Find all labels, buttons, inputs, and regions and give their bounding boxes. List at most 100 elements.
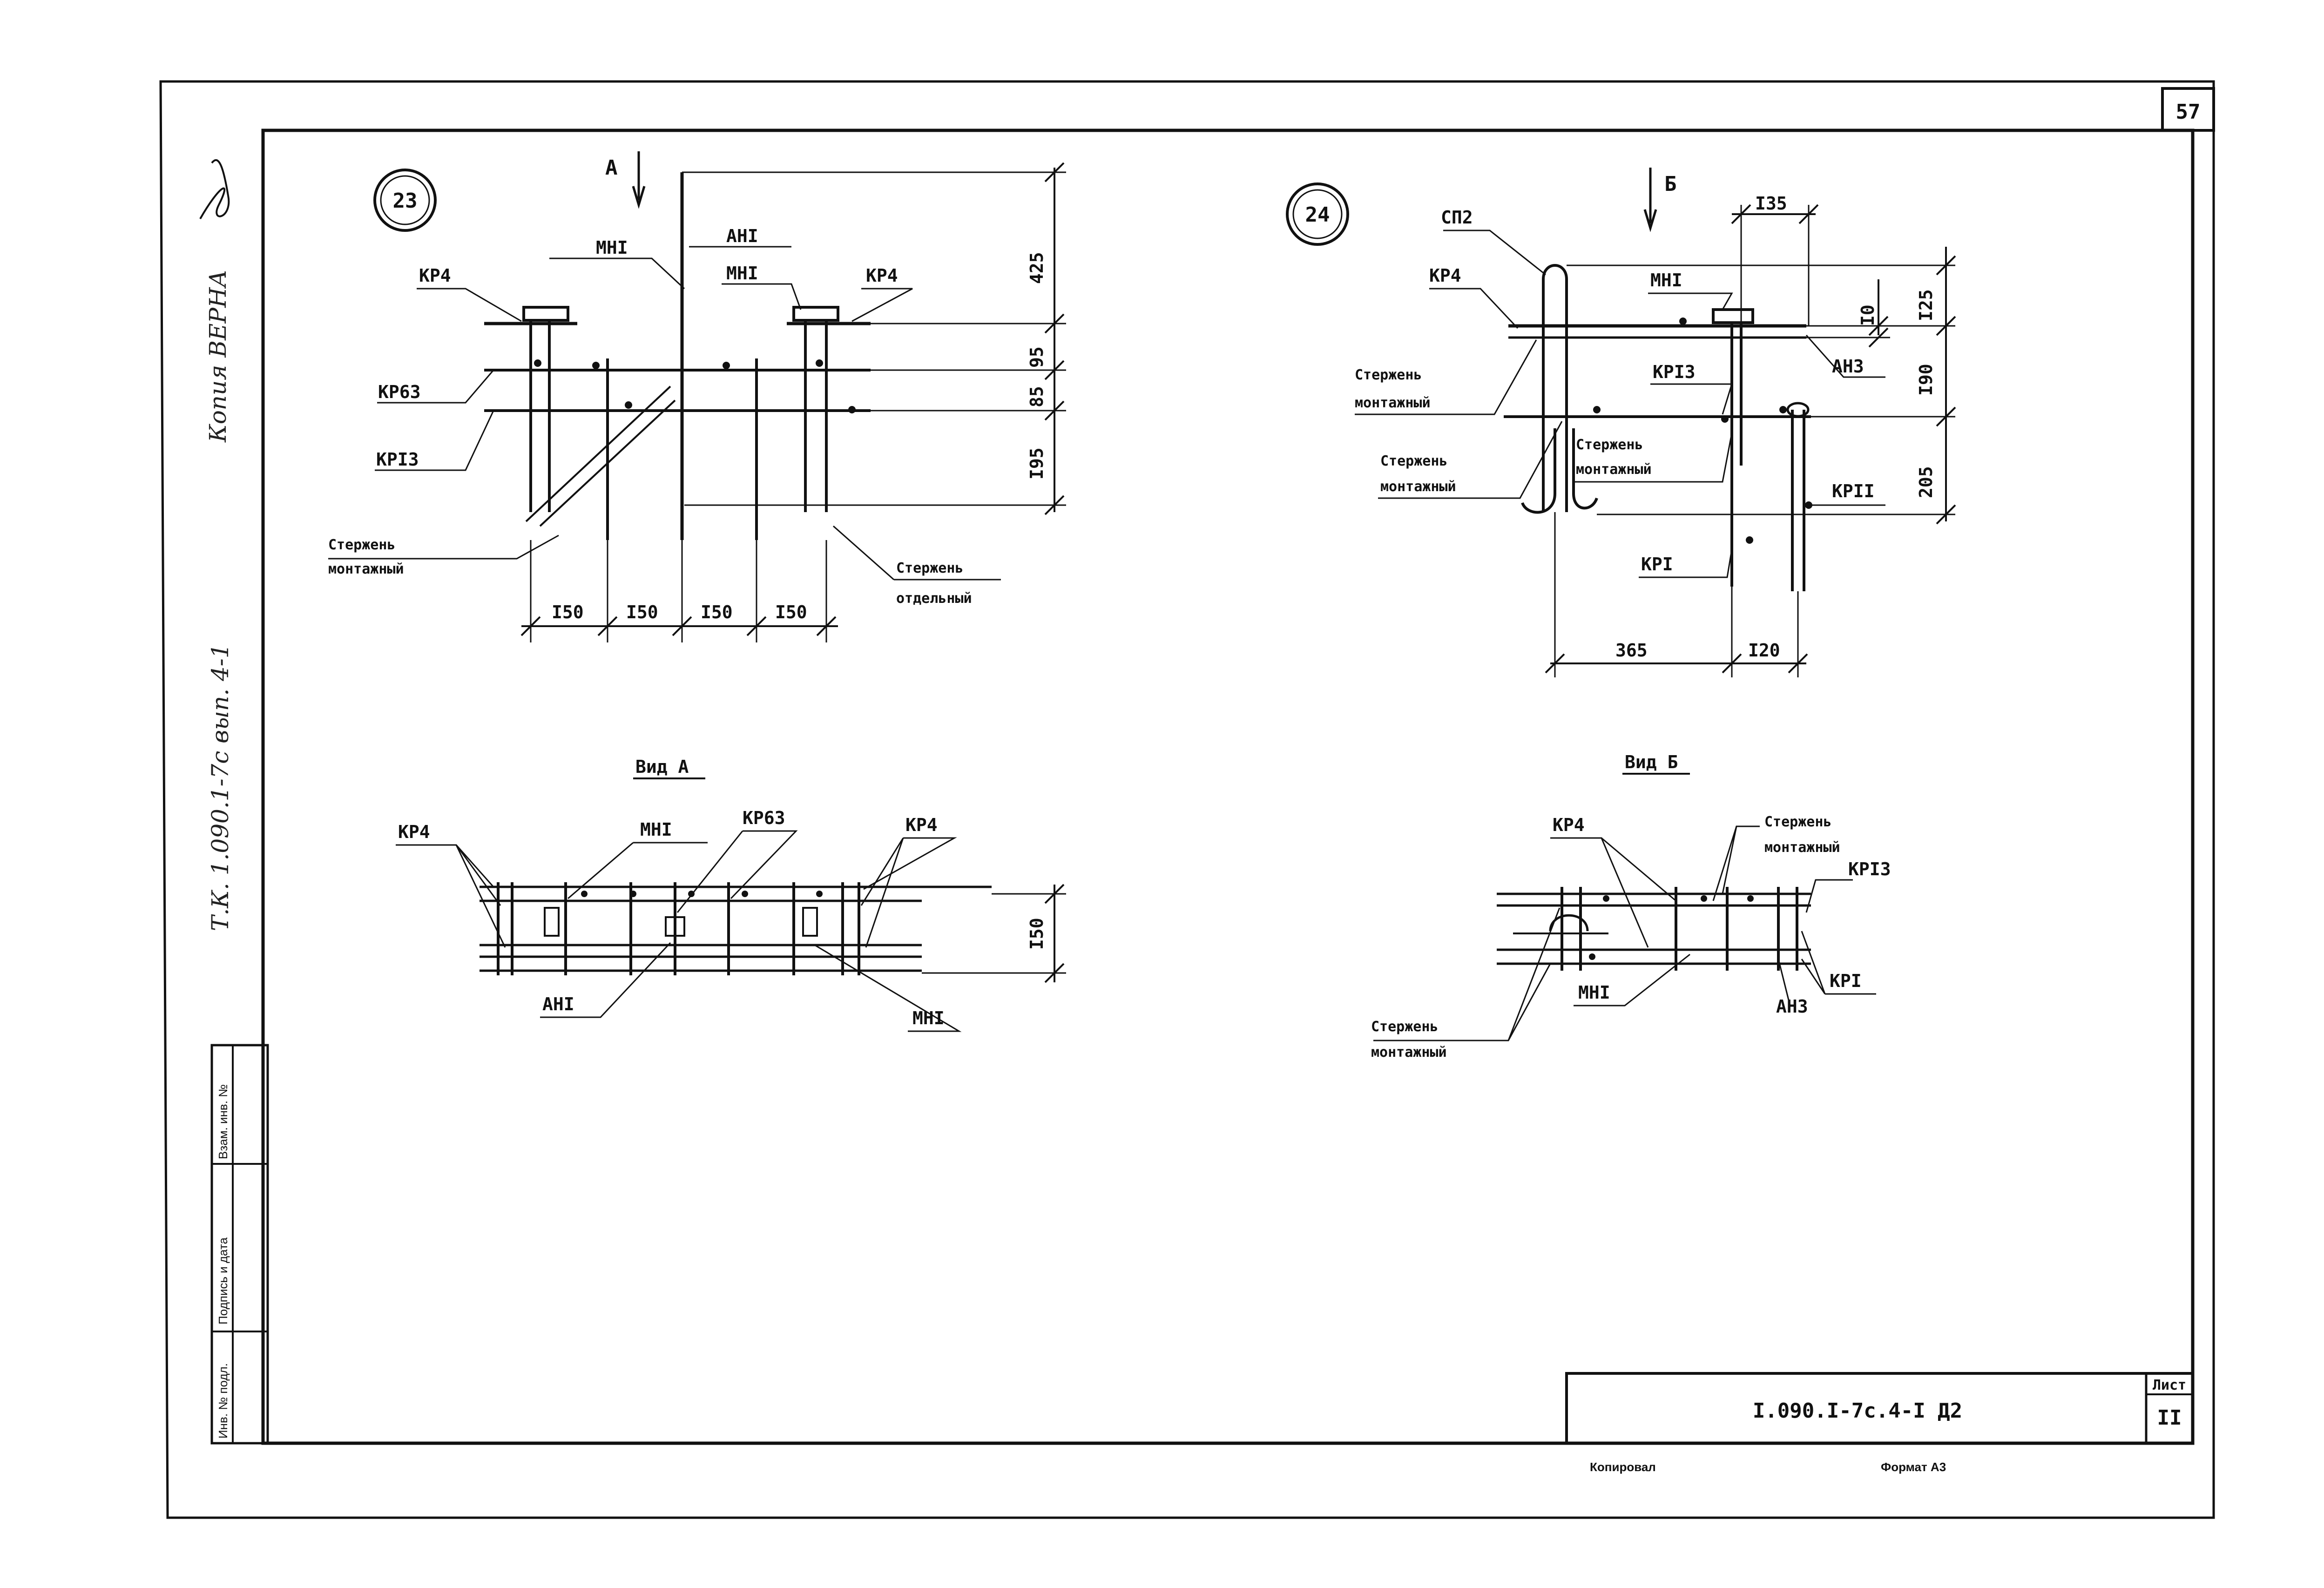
view-b: Вид Б <box>1371 752 1891 1061</box>
node-23-label-an1: АНI <box>726 226 758 246</box>
node-23-dim-425: 425 <box>1027 252 1047 284</box>
footer-format: Формат А3 <box>1881 1460 1946 1474</box>
footer: Копировал Формат А3 <box>1590 1460 1946 1474</box>
node-24-dim-365: 365 <box>1615 640 1648 661</box>
node-23-label-mn1-left: МНI <box>596 237 628 258</box>
node-23-dim-150-d: I50 <box>775 602 807 622</box>
node-23-marker: 23 <box>373 169 437 232</box>
sheet-number: 57 <box>2176 100 2201 124</box>
view-b-label-rod-mount-b2: монтажный <box>1371 1044 1447 1061</box>
series-code-note: Т.К. 1.090.1-7с вып. 4-1 <box>207 643 234 931</box>
footer-copied: Копировал <box>1590 1460 1656 1474</box>
view-b-label-an3: АНЗ <box>1776 996 1808 1017</box>
node-23-label-rod-sep-1: Стержень <box>896 560 964 576</box>
drawing-designation: I.090.I-7с.4-I Д2 <box>1753 1399 1962 1423</box>
view-a-label-kr63: КР63 <box>743 808 785 828</box>
node-23-dim-195: I95 <box>1027 447 1047 480</box>
node-23-label-rod-mount-2: монтажный <box>328 561 404 577</box>
node-24: 24 Б <box>1286 168 1956 677</box>
view-a-arrow: А <box>605 151 646 209</box>
node-24-dim-top: I35 <box>1731 193 1819 326</box>
view-b-arrow: Б <box>1643 168 1677 232</box>
view-b-label-rod-mount-b1: Стержень <box>1371 1019 1439 1035</box>
node-23-dim-150-c: I50 <box>701 602 733 622</box>
sheet-value: II <box>2157 1406 2182 1430</box>
view-a-label-kr4-left: КР4 <box>398 822 430 842</box>
node-24-label-rod-mount-b2: монтажный <box>1576 461 1652 478</box>
node-23-label-kr13: КРIЗ <box>376 449 419 470</box>
view-a-label-an1: АНI <box>542 994 574 1014</box>
node-24-label-an3: АНЗ <box>1832 356 1864 377</box>
node-24-label-rod-mount-a1: Стержень <box>1355 367 1422 383</box>
certified-copy-note: Копия ВЕРНА <box>204 270 231 443</box>
node-24-leaders <box>1355 230 1885 578</box>
node-24-dim-205: 205 <box>1916 466 1936 498</box>
node-23-label-kr63: КР63 <box>378 382 421 402</box>
stamp-table: Инв. № подл. Подпись и дата Взам. инв. № <box>210 1044 269 1445</box>
node-24-marker: 24 <box>1286 182 1349 246</box>
view-b-title: Вид Б <box>1625 752 1678 772</box>
node-23-dim-85: 85 <box>1027 386 1047 407</box>
node-23-rebar <box>484 172 871 540</box>
view-b-labels: КР4 Стержень монтажный КРIЗ КРI АНЗ МНI … <box>1371 814 1891 1061</box>
stamp-replace-inv: Взам. инв. № <box>216 1084 230 1159</box>
node-23-dim-95: 95 <box>1027 346 1047 368</box>
view-b-label-mn1: МНI <box>1578 982 1610 1003</box>
node-23-label-rod-sep-2: отдельный <box>896 590 972 607</box>
view-b-leaders <box>1373 825 1876 1041</box>
view-a-dim-150: I50 <box>1027 918 1047 950</box>
view-b-marker: Б <box>1664 172 1677 196</box>
node-24-label-rod-mount-c1: Стержень <box>1380 453 1448 469</box>
view-b-label-rod-mount-a1: Стержень <box>1764 814 1832 830</box>
node-23-dim-horizontal: I50 I50 I50 I50 <box>520 540 838 642</box>
inner-frame <box>261 128 2195 1445</box>
node-23-number: 23 <box>393 189 418 213</box>
left-strip: Копия ВЕРНА Т.К. 1.090.1-7с вып. 4-1 Инв… <box>199 159 269 1445</box>
node-24-dim-190: I90 <box>1916 364 1936 396</box>
node-24-dim-horizontal: 365 I20 <box>1545 512 1808 677</box>
view-a-leaders <box>396 830 962 1032</box>
node-24-dim-10: I0 <box>1858 304 1878 326</box>
node-24-dim-125: I25 <box>1916 289 1936 321</box>
node-23-label-rod-mount-1: Стержень <box>328 537 396 553</box>
stamp-signature-date: Подпись и дата <box>216 1237 230 1324</box>
node-24-number: 24 <box>1305 203 1330 227</box>
view-b-label-kr4: КР4 <box>1553 815 1585 835</box>
view-b-label-kr1: КРI <box>1830 971 1862 991</box>
node-24-label-rod-mount-a2: монтажный <box>1355 395 1431 411</box>
view-a-title: Вид А <box>635 757 689 777</box>
view-b-rebar <box>1497 887 1811 971</box>
node-24-dim-vertical: I0 I25 I90 205 <box>1567 247 1956 525</box>
node-24-label-sp2: СП2 <box>1441 207 1473 228</box>
view-a-labels: КР4 МНI КР63 КР4 АНI МНI <box>398 808 945 1028</box>
view-a: Вид А <box>396 757 1066 1032</box>
node-23-label-kr4-right: КР4 <box>866 265 898 286</box>
view-a-label-kr4-right: КР4 <box>905 815 938 835</box>
node-24-rebar <box>1504 264 1812 591</box>
node-24-label-rod-mount-b1: Стержень <box>1576 437 1643 453</box>
node-24-label-mn1: МНI <box>1650 270 1682 291</box>
node-24-label-kr13: КРIЗ <box>1653 362 1696 382</box>
node-23-dim-150-b: I50 <box>626 602 658 622</box>
node-24-label-kr11: КРII <box>1832 481 1875 501</box>
view-b-label-kr13: КРIЗ <box>1848 859 1891 879</box>
node-23-leaders <box>328 246 1001 581</box>
outer-frame <box>159 80 2215 1519</box>
view-a-marker: А <box>605 156 618 180</box>
node-23: 23 А <box>328 151 1066 642</box>
view-a-rebar <box>480 882 992 975</box>
node-24-label-kr1: КРI <box>1641 554 1673 574</box>
view-a-dim: I50 <box>922 884 1066 983</box>
title-block: I.090.I-7с.4-I Д2 Лист II <box>1565 1372 2194 1445</box>
node-23-label-mn1-right: МНI <box>726 263 758 284</box>
node-24-dim-135: I35 <box>1755 193 1787 214</box>
view-a-label-mn1-bottom: МНI <box>912 1008 945 1028</box>
node-24-label-kr4: КР4 <box>1429 265 1461 286</box>
node-23-dim-vertical: 425 95 85 I95 <box>682 162 1066 515</box>
sheet-label: Лист <box>2153 1377 2186 1393</box>
node-24-labels: СП2 КР4 МНI Стержень монтажный КРIЗ АНЗ … <box>1355 207 1875 574</box>
stamp-inv-no: Инв. № подл. <box>216 1363 230 1439</box>
node-24-label-rod-mount-c2: монтажный <box>1380 479 1456 495</box>
view-a-label-mn1-top: МНI <box>640 819 672 840</box>
